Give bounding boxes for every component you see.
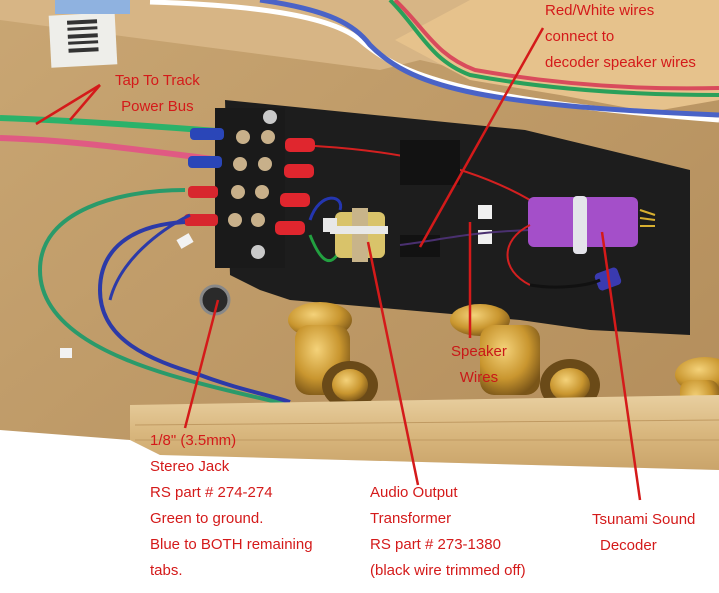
annotation-line: connect to [545, 28, 615, 45]
annotation-line: decoder speaker wires [545, 54, 696, 71]
annotation-speaker-wires: Speaker Wires [451, 340, 507, 392]
annotation-line: Tap To Track [115, 72, 200, 89]
annotation-line: Decoder [600, 537, 657, 554]
annotation-line: 1/8" (3.5mm) [150, 432, 237, 449]
annotation-line: RS part # 274-274 [150, 484, 273, 501]
green-bus-wire [388, 0, 719, 97]
white-background [0, 455, 719, 593]
red-bus-wire [393, 0, 719, 91]
annotation-line: Tsunami Sound [592, 511, 696, 528]
annotation-stereo-jack: 1/8" (3.5mm) Stereo Jack RS part # 274-2… [150, 428, 313, 584]
annotation-line: Audio Output [370, 484, 458, 501]
annotation-line: Stereo Jack [150, 458, 230, 475]
annotation-line: Red/White wires [545, 2, 655, 19]
annotation-line: Green to ground. [150, 510, 264, 527]
annotation-line: Transformer [370, 510, 452, 527]
terminal-block [215, 108, 285, 268]
annotation-line: Speaker [451, 343, 507, 360]
barcode-sticker [48, 12, 118, 68]
minus-label [478, 205, 492, 219]
annotation-line: RS part # 273-1380 [370, 536, 501, 553]
black-foam-base [225, 100, 690, 335]
barcode-icon [66, 19, 99, 53]
cable-tie [176, 233, 194, 249]
heat-shrink [400, 140, 460, 185]
annotation-line: Wires [459, 369, 499, 386]
annotation-tsunami-decoder: Tsunami Sound Decoder [592, 507, 695, 559]
spade-connectors [184, 128, 315, 235]
annotation-line: tabs. [150, 562, 183, 579]
annotation-leaders [35, 27, 642, 501]
annotation-red-white-wires: Red/White wires connect to decoder speak… [545, 0, 696, 75]
green-jack-wire [37, 188, 291, 407]
terminal-screws [228, 110, 277, 259]
blue-clip [55, 0, 130, 14]
annotation-line: Blue to BOTH remaining [150, 536, 313, 553]
blue-bus-wire [259, 0, 719, 118]
annotation-line: (black wire trimmed off) [370, 562, 526, 579]
annotation-line: Power Bus [121, 98, 194, 115]
front-plank [130, 395, 719, 470]
cable-tie [60, 348, 72, 358]
annotation-tap-to-track: Tap To Track Power Bus [115, 68, 200, 120]
wood-block [395, 0, 719, 112]
blue-jack-wire [97, 220, 291, 404]
annotation-audio-transformer: Audio Output Transformer RS part # 273-1… [370, 480, 526, 584]
